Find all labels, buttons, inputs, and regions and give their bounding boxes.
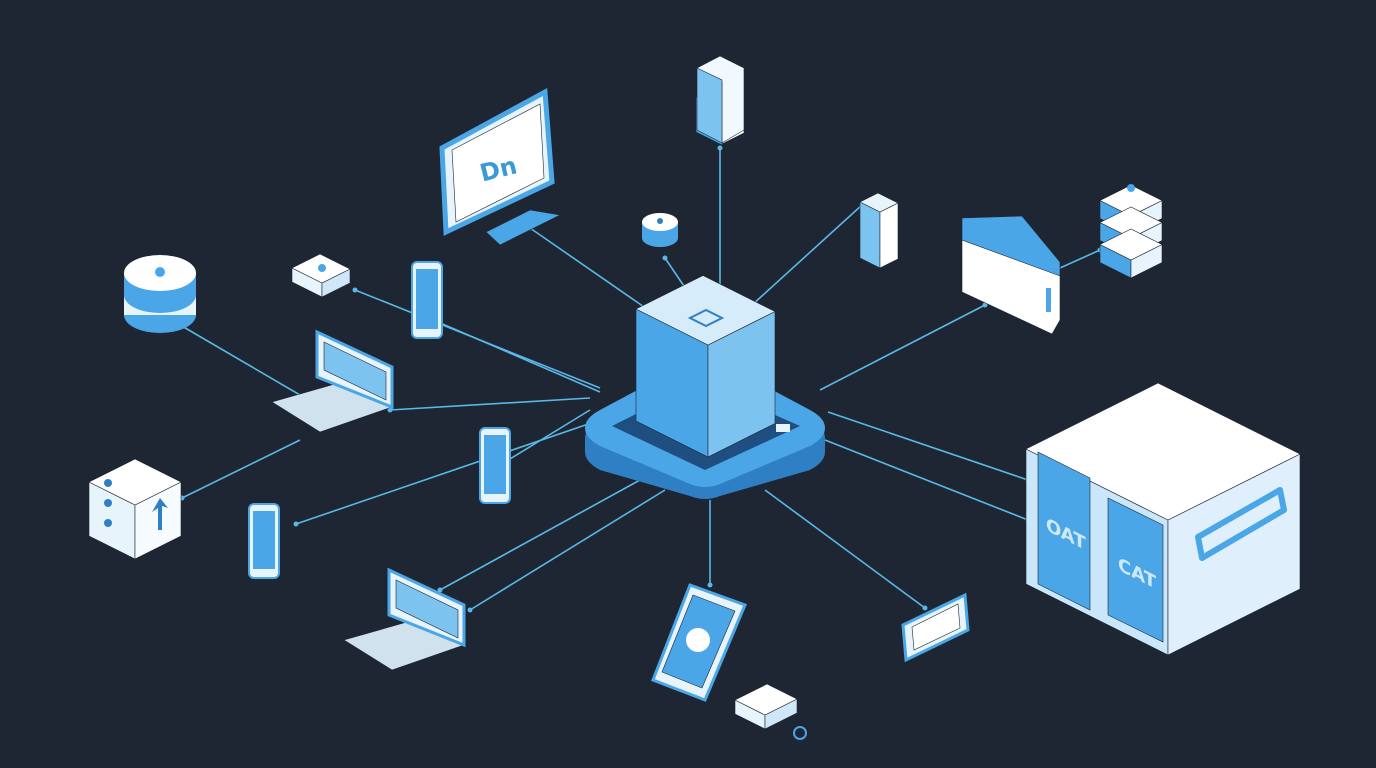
sensor[interactable] [642,213,678,247]
connection-line [529,227,661,319]
connection-line [504,409,591,463]
tablet[interactable] [651,583,747,702]
connection-line [469,489,666,611]
phone-top[interactable] [411,261,443,339]
central-hub[interactable] [585,275,825,500]
wall-unit[interactable] [961,215,1061,335]
upload-box[interactable] [88,458,182,560]
link-endpoint [982,302,988,308]
connection-line [1059,249,1101,269]
router[interactable] [291,253,351,298]
tower-server[interactable] [695,55,745,146]
phone-left[interactable] [248,503,280,579]
laptop-bottom[interactable] [343,567,466,671]
phone-middle[interactable] [479,427,511,504]
small-router[interactable] [734,683,807,740]
connection-line [437,321,601,393]
connection-line [751,204,863,306]
link-endpoint [352,287,358,293]
disk-stack[interactable] [124,255,196,333]
connection-line [295,419,601,525]
datacenter-server[interactable] [1025,382,1301,656]
server-stack[interactable] [1099,184,1163,279]
link-endpoint [467,607,473,613]
laptop-left[interactable] [271,329,394,433]
connection-line [389,397,591,411]
connection-lines [172,145,1103,613]
devices [88,55,1301,740]
link-endpoint [717,145,723,151]
connection-line [824,439,1029,521]
link-endpoint [437,587,443,593]
connection-line [827,411,1029,481]
link-endpoint [922,605,928,611]
connection-line [439,479,641,591]
desktop-monitor[interactable] [439,87,561,246]
connection-line [174,321,301,396]
connection-line [819,304,986,391]
link-endpoint [662,255,668,261]
link-endpoint [387,407,393,413]
small-monitor[interactable] [901,592,970,663]
hub-port [776,424,790,432]
connection-line [764,489,926,609]
connection-line [181,439,301,499]
link-endpoint [707,582,713,588]
link-endpoint [293,521,299,527]
slim-server[interactable] [859,192,899,269]
